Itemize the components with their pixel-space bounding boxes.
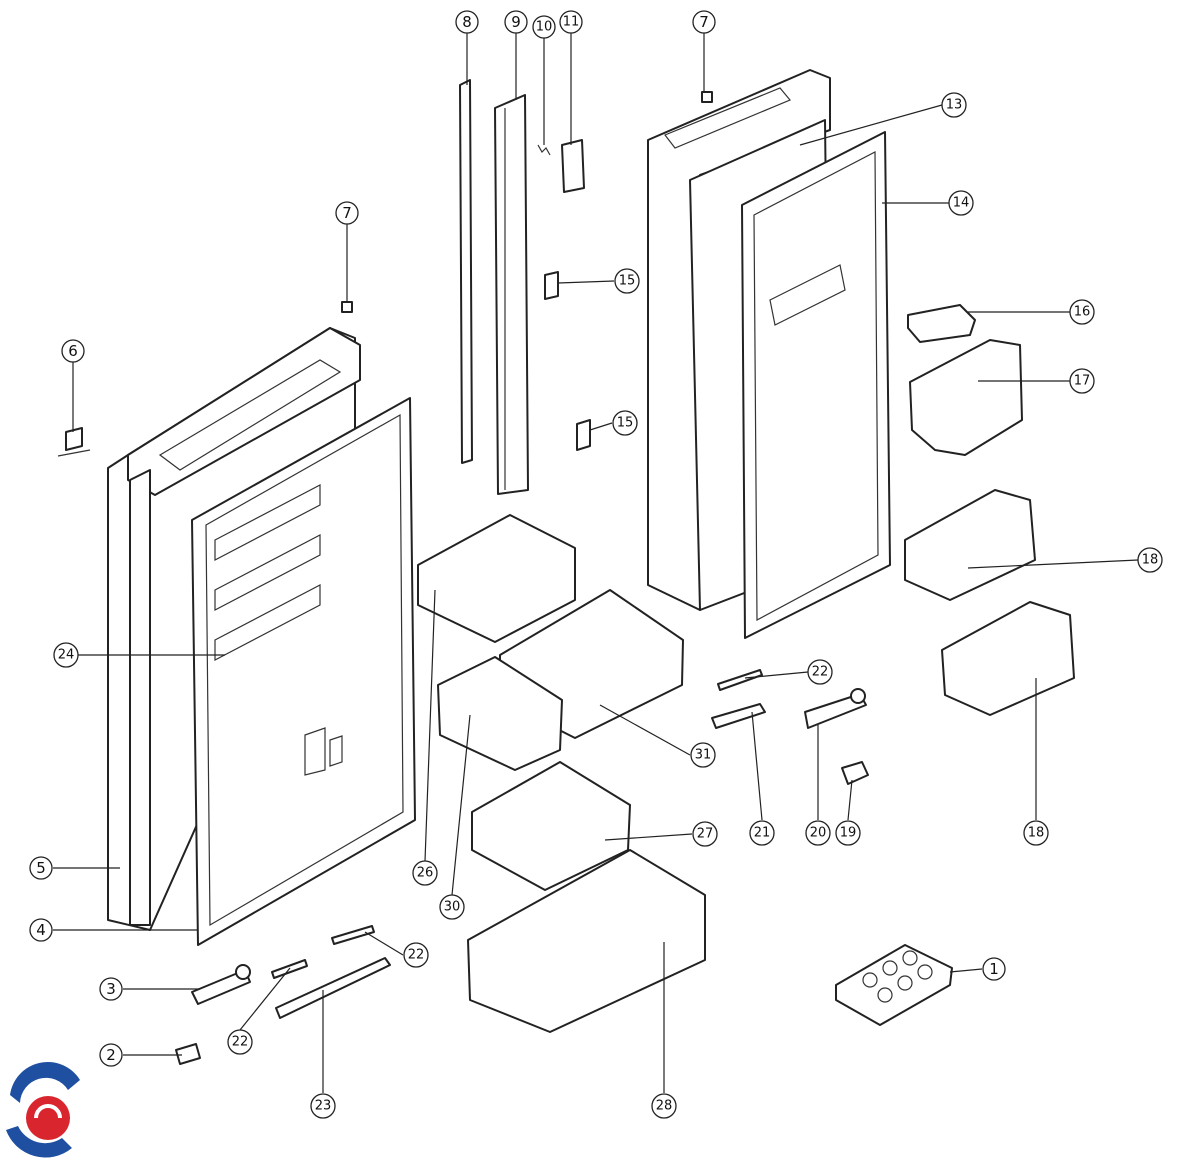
svg-text:7: 7 bbox=[699, 13, 709, 31]
small-tray-part-16 bbox=[907, 304, 976, 343]
callout-20: 20 bbox=[805, 820, 831, 846]
bracket-part-11 bbox=[561, 139, 585, 193]
crisper-bin-part-30 bbox=[437, 656, 563, 771]
callout-18-upper: 18 bbox=[1137, 547, 1163, 573]
svg-text:21: 21 bbox=[754, 826, 771, 841]
door-bin-part-18-lower bbox=[941, 601, 1075, 716]
callout-5: 5 bbox=[29, 856, 53, 880]
egg-tray-part-1 bbox=[835, 944, 953, 1026]
svg-text:18: 18 bbox=[1142, 553, 1159, 568]
svg-text:8: 8 bbox=[462, 13, 472, 31]
svg-text:23: 23 bbox=[315, 1099, 332, 1114]
clip-part-7-right bbox=[701, 91, 713, 103]
bracket-part-2 bbox=[175, 1043, 201, 1065]
svg-text:14: 14 bbox=[953, 196, 970, 211]
svg-text:26: 26 bbox=[417, 866, 434, 881]
clip-part-15-lower bbox=[576, 419, 591, 451]
svg-text:13: 13 bbox=[946, 98, 963, 113]
callout-30: 30 bbox=[439, 894, 465, 920]
left-door-gasket bbox=[191, 397, 416, 946]
callout-15-upper: 15 bbox=[614, 268, 640, 294]
svg-text:31: 31 bbox=[695, 748, 712, 763]
spring-part-10 bbox=[537, 144, 551, 156]
svg-text:27: 27 bbox=[697, 827, 714, 842]
svg-text:22: 22 bbox=[812, 665, 829, 680]
svg-text:6: 6 bbox=[68, 342, 78, 360]
svg-text:17: 17 bbox=[1074, 374, 1091, 389]
callout-22-right: 22 bbox=[807, 659, 833, 685]
callout-1: 1 bbox=[982, 957, 1006, 981]
callout-17: 17 bbox=[1069, 368, 1095, 394]
svg-text:1: 1 bbox=[989, 960, 999, 978]
svg-text:5: 5 bbox=[36, 859, 46, 877]
svg-text:24: 24 bbox=[58, 648, 75, 663]
svg-text:3: 3 bbox=[106, 980, 116, 998]
svg-text:2: 2 bbox=[106, 1046, 116, 1064]
callout-10: 10 bbox=[532, 15, 556, 39]
svg-text:16: 16 bbox=[1074, 305, 1091, 320]
brand-logo bbox=[6, 1061, 80, 1158]
svg-text:22: 22 bbox=[232, 1035, 249, 1050]
bar-part-23 bbox=[275, 957, 391, 1019]
hinge-part-20 bbox=[804, 693, 867, 729]
svg-text:15: 15 bbox=[617, 416, 634, 431]
svg-text:15: 15 bbox=[619, 274, 636, 289]
door-bin-part-17 bbox=[909, 339, 1023, 456]
callout-2: 2 bbox=[99, 1043, 123, 1067]
svg-text:4: 4 bbox=[36, 921, 46, 939]
callout-8: 8 bbox=[455, 10, 479, 34]
svg-text:20: 20 bbox=[810, 826, 827, 841]
callout-13: 13 bbox=[941, 92, 967, 118]
block-part-19 bbox=[841, 761, 869, 785]
svg-text:18: 18 bbox=[1028, 826, 1045, 841]
callout-6: 6 bbox=[61, 339, 85, 363]
plate-part-22-right bbox=[717, 669, 763, 691]
callout-15-lower: 15 bbox=[612, 410, 638, 436]
callout-14: 14 bbox=[948, 190, 974, 216]
callout-11: 11 bbox=[559, 10, 583, 34]
callout-28: 24 bbox=[53, 642, 79, 668]
callout-27: 28 bbox=[651, 1093, 677, 1119]
right-door-gasket bbox=[741, 131, 891, 639]
callout-9: 9 bbox=[504, 10, 528, 34]
callout-21: 21 bbox=[749, 820, 775, 846]
svg-text:7: 7 bbox=[342, 204, 352, 222]
callout-22-center: 22 bbox=[403, 942, 429, 968]
svg-text:10: 10 bbox=[536, 20, 553, 35]
clip-part-15-upper bbox=[544, 271, 559, 300]
callout-7-left: 7 bbox=[335, 201, 359, 225]
hinge-part-3 bbox=[191, 969, 251, 1005]
svg-text:22: 22 bbox=[408, 948, 425, 963]
leader-lines bbox=[53, 33, 1139, 1093]
callout-24: 26 bbox=[412, 860, 438, 886]
callout-22-left: 22 bbox=[227, 1029, 253, 1055]
svg-text:30: 30 bbox=[444, 900, 461, 915]
vertical-channel-part-9 bbox=[494, 94, 529, 495]
hinge-cover-part-6 bbox=[57, 427, 91, 457]
crisper-bin-part-24 bbox=[417, 514, 576, 643]
callout-19: 19 bbox=[835, 820, 861, 846]
callout-16: 16 bbox=[1069, 299, 1095, 325]
callout-7-top-right: 7 bbox=[692, 10, 716, 34]
clip-part-7-left bbox=[341, 301, 353, 313]
svg-text:28: 28 bbox=[656, 1099, 673, 1114]
svg-text:11: 11 bbox=[563, 15, 580, 30]
svg-text:9: 9 bbox=[511, 13, 521, 31]
door-bin-part-18-upper bbox=[904, 489, 1036, 601]
callout-23: 23 bbox=[310, 1093, 336, 1119]
svg-text:19: 19 bbox=[840, 826, 857, 841]
large-bin-part-27 bbox=[467, 849, 706, 1033]
callout-26: 27 bbox=[692, 821, 718, 847]
vertical-strip-part-8 bbox=[459, 79, 473, 464]
cover-part-21 bbox=[711, 703, 766, 729]
callout-31: 31 bbox=[690, 742, 716, 768]
callout-3: 3 bbox=[99, 977, 123, 1001]
callout-4: 4 bbox=[29, 918, 53, 942]
plate-part-22-center bbox=[331, 925, 375, 945]
callout-18-lower: 18 bbox=[1023, 820, 1049, 846]
